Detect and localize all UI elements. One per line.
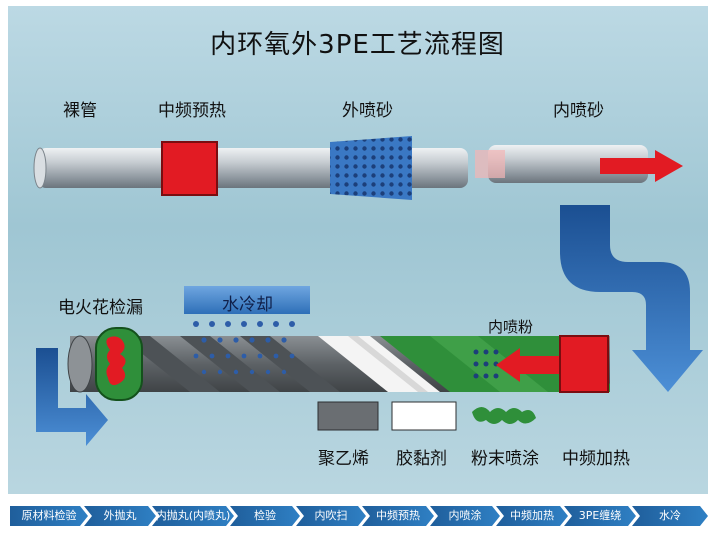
label-bare-pipe: 裸管: [63, 101, 97, 121]
step-9: 3PE缠绕: [564, 506, 636, 526]
transfer-arrow-icon: [560, 205, 703, 392]
step-10: 水冷: [632, 506, 708, 526]
exit-arrow-icon: [36, 348, 108, 446]
water-drops-icon: [193, 321, 295, 375]
label-outer-sandblast: 外喷砂: [342, 101, 393, 121]
label-water-cooling: 水冷却: [222, 295, 273, 315]
step-6: 中频预热: [362, 506, 434, 526]
polyethylene-block: [317, 401, 379, 431]
heating-coil: [559, 335, 609, 393]
step-2: 外抛丸: [84, 506, 156, 526]
inner-powder-arrow-icon: [496, 348, 560, 382]
label-mid-freq-heating: 中频加热: [562, 449, 630, 469]
label-polyethylene: 聚乙烯: [318, 449, 369, 469]
label-powder-coating: 粉末喷涂: [471, 449, 539, 469]
label-spark-test: 电火花检漏: [58, 298, 143, 318]
inner-powder-dots: [473, 349, 499, 379]
preheat-coil: [161, 141, 218, 196]
step-3: 内抛丸(内喷丸): [152, 506, 234, 526]
step-4: 检验: [230, 506, 300, 526]
step-7: 内喷涂: [430, 506, 500, 526]
page-title: 内环氧外3PE工艺流程图: [210, 30, 505, 60]
spark-test-ring: [95, 327, 143, 401]
inner-sandblast-arrow-icon: [600, 150, 683, 182]
step-1: 原材料检验: [10, 506, 88, 526]
label-inner-sandblast: 内喷砂: [553, 101, 604, 121]
step-8: 中频加热: [496, 506, 568, 526]
step-5: 内吹扫: [296, 506, 366, 526]
label-mid-freq-preheat: 中频预热: [158, 101, 226, 121]
label-adhesive: 胶黏剂: [396, 449, 447, 469]
adhesive-block: [391, 401, 457, 431]
outer-sandblast-zone: [330, 136, 412, 200]
water-cooling-box: [184, 286, 310, 314]
powder-coating-icon: [472, 407, 536, 424]
process-steps-bar: 原材料检验 外抛丸 内抛丸(内喷丸) 检验 内吹扫 中频预热 内喷涂 中频加热 …: [10, 506, 708, 526]
label-inner-powder: 内喷粉: [488, 318, 534, 336]
